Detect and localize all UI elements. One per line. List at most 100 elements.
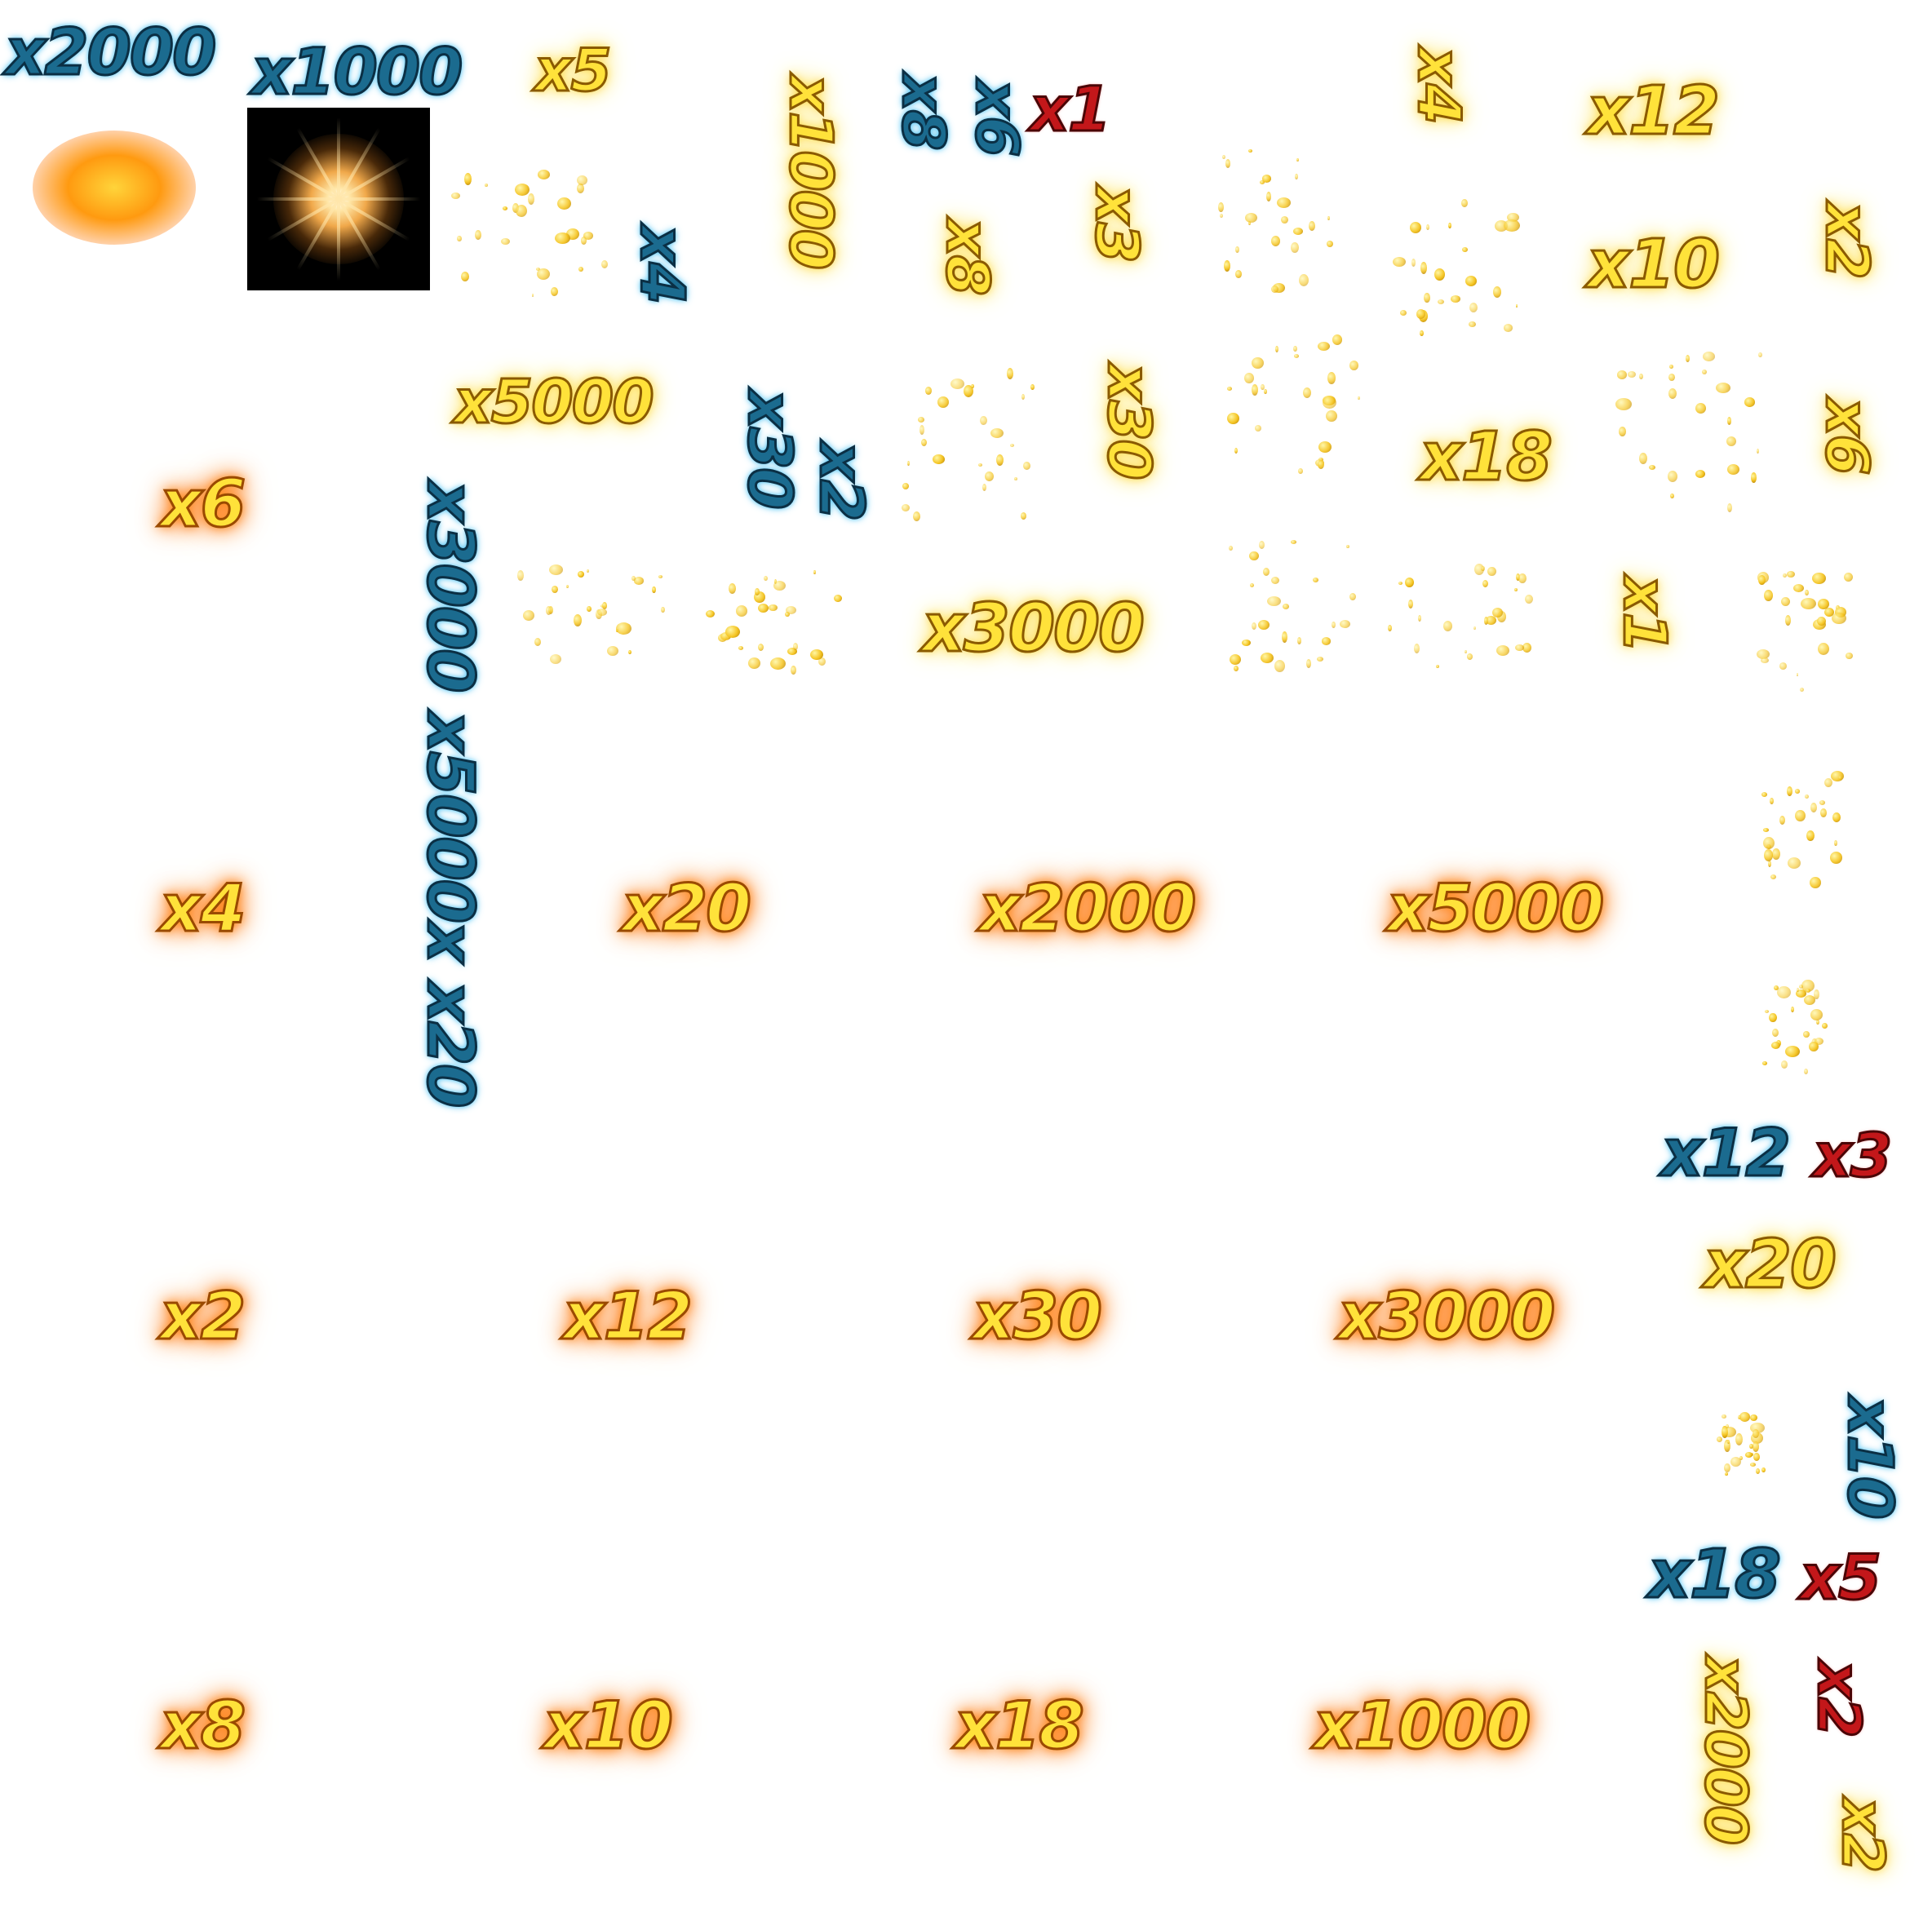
coin-dot xyxy=(1703,352,1716,361)
coin-dot xyxy=(738,646,744,650)
coin-dot xyxy=(1465,650,1467,653)
coin-dot xyxy=(1438,299,1445,304)
coin-dot xyxy=(1358,396,1360,400)
multiplier-label: x2000 xyxy=(3,16,217,90)
coin-dot xyxy=(485,184,488,187)
coin-dot xyxy=(1318,441,1332,453)
coin-dot xyxy=(1812,573,1826,584)
coin-dot xyxy=(1810,1009,1823,1020)
coin-dot xyxy=(1469,321,1476,327)
coin-dot xyxy=(1763,828,1769,832)
coin-dot xyxy=(578,571,585,578)
coin-dot xyxy=(1768,861,1771,867)
coin-dot xyxy=(813,570,816,574)
coin-dot xyxy=(1832,613,1846,624)
coin-dot xyxy=(1271,286,1278,293)
coin-dot xyxy=(1277,197,1291,208)
coin-dot xyxy=(1349,593,1356,600)
coin-dot xyxy=(1761,1467,1766,1472)
coin-dot xyxy=(1275,346,1279,352)
coin-dot xyxy=(1617,370,1628,379)
coin-dot xyxy=(1758,352,1762,357)
coin-dot xyxy=(1291,242,1299,253)
multiplier-label: x8 xyxy=(933,218,1004,296)
coin-dot xyxy=(1281,216,1289,224)
multiplier-label: x5000 xyxy=(453,367,656,437)
coin-dot xyxy=(1393,257,1406,267)
coin-dot xyxy=(770,657,786,670)
coin-dot xyxy=(1323,396,1336,409)
coin-dot xyxy=(1416,309,1426,319)
multiplier-label: x5 xyxy=(1799,1541,1883,1613)
coin-dot xyxy=(1753,1453,1760,1461)
coin-particles xyxy=(1761,767,1850,889)
coin-dot xyxy=(1282,631,1288,643)
coin-dot xyxy=(1726,436,1737,446)
coin-dot xyxy=(706,610,715,618)
coin-dot xyxy=(1388,625,1393,631)
coin-dot xyxy=(985,471,995,481)
coin-dot xyxy=(1298,468,1304,474)
coin-dot xyxy=(1779,662,1788,670)
coin-dot xyxy=(1220,214,1223,218)
coin-dot xyxy=(725,626,741,638)
coin-dot xyxy=(661,607,665,613)
coin-dot xyxy=(1669,365,1673,369)
coin-dot xyxy=(658,575,663,578)
coin-dot xyxy=(1218,202,1224,212)
coin-particles xyxy=(1754,563,1860,693)
coin-dot xyxy=(937,396,949,408)
coin-dot xyxy=(1023,462,1030,470)
coin-dot xyxy=(773,581,787,591)
coin-dot xyxy=(1295,174,1298,179)
coin-dot xyxy=(501,238,510,245)
coin-dot xyxy=(587,569,589,573)
coin-dot xyxy=(552,586,559,593)
coin-dot xyxy=(1332,334,1343,345)
multiplier-label: x4 xyxy=(158,870,246,946)
multiplier-label: x1000 xyxy=(250,36,463,109)
coin-dot xyxy=(1795,810,1806,821)
multiplier-label: x3 xyxy=(1082,185,1153,263)
coin-dot xyxy=(1716,383,1731,393)
multiplier-label: x1 xyxy=(1610,575,1681,653)
multiplier-label: x30 xyxy=(733,389,806,510)
coin-dot xyxy=(1332,622,1336,628)
coin-dot xyxy=(1327,216,1330,220)
coin-dot xyxy=(1227,387,1232,391)
coin-dot xyxy=(1264,389,1267,394)
coin-dot xyxy=(1805,795,1809,799)
coin-dot xyxy=(1515,644,1524,651)
coin-dot xyxy=(557,197,571,210)
coin-dot xyxy=(566,585,569,588)
coin-dot xyxy=(1727,417,1732,425)
coin-dot xyxy=(1481,566,1486,571)
coin-dot xyxy=(1817,617,1827,626)
coin-dot xyxy=(1695,403,1707,414)
coin-dot xyxy=(919,425,924,435)
coin-dot xyxy=(1230,654,1242,665)
coin-dot xyxy=(1283,604,1290,609)
coin-dot xyxy=(1420,262,1428,274)
coin-dot xyxy=(634,577,645,585)
coin-dot xyxy=(907,461,911,466)
coin-dot xyxy=(1726,1424,1730,1428)
coin-dot xyxy=(1222,155,1225,159)
coin-dot xyxy=(1763,837,1775,849)
coin-dot xyxy=(764,576,768,581)
coin-dot xyxy=(601,260,609,268)
coin-dot xyxy=(1834,840,1838,846)
coin-dot xyxy=(1793,584,1804,592)
coin-dot xyxy=(1758,575,1766,585)
multiplier-label: x6 xyxy=(158,466,246,542)
multiplier-label: x2 xyxy=(158,1278,246,1354)
coin-dot xyxy=(964,385,973,397)
coin-dot xyxy=(980,416,987,425)
coin-dot xyxy=(515,184,530,196)
coin-dot xyxy=(1014,477,1018,480)
coin-dot xyxy=(1426,224,1430,230)
coin-dot xyxy=(607,646,618,656)
coin-dot xyxy=(578,267,583,272)
coin-dot xyxy=(1824,778,1832,787)
multiplier-label: x3000 xyxy=(920,590,1145,667)
